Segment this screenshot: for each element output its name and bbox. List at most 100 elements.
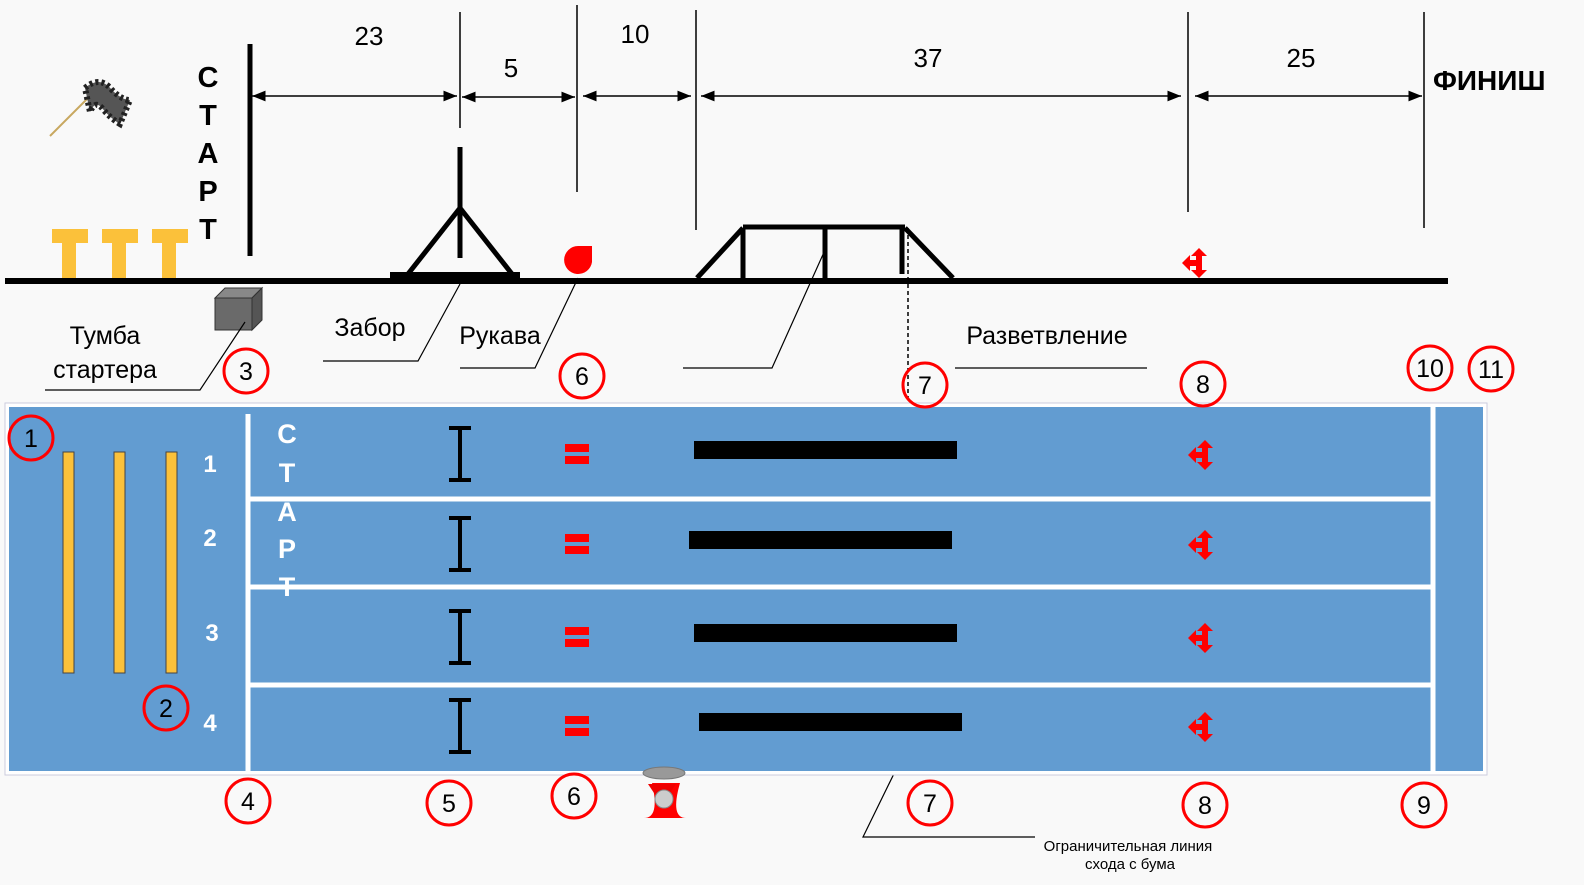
label-tumba: Тумба [70,322,141,350]
marker-1: 1 [7,414,55,462]
start-letter: Т [199,214,217,246]
starter-box-icon [213,286,264,332]
boom-top-icon [694,624,957,642]
marker-10: 10 [1406,344,1454,392]
marker-6: 6 [558,352,606,400]
marker-circle [7,414,55,462]
marker-circle [142,684,190,732]
marker-11: 11 [1467,345,1515,393]
start-letters-field: С Т А Р Т [277,419,297,602]
lane-number: 3 [205,620,218,647]
marker-circle [906,779,954,827]
fence-top-icon [449,698,471,754]
sleeves-icon [564,246,592,274]
marker-7: 7 [901,361,949,409]
marker-circle [1467,345,1515,393]
label-fence: Забор [334,314,405,342]
dimension-label: 10 [621,19,650,49]
fence-top-icon [449,609,471,665]
marker-number: 1 [24,425,38,453]
marker-8: 8 [1181,781,1229,829]
marker-circle [222,347,270,395]
boom-side [695,224,955,280]
label-boom-limit-2: схода с бума [1085,856,1176,873]
sleeves-top-icon [565,444,589,464]
flag-icon [49,79,135,137]
marker-number: 4 [241,788,255,816]
fence-top-icon [449,426,471,482]
start-letter: А [198,138,219,170]
marker-number: 5 [442,790,456,818]
sleeves-top-icon [565,627,589,647]
field [4,402,1488,776]
marker-circle [224,777,272,825]
start-letters: С Т А Р Т [198,62,219,246]
label-tumba-2: стартера [53,356,157,384]
marker-2: 2 [142,684,190,732]
marker-number: 8 [1198,792,1212,820]
lane-number: 2 [203,525,216,552]
lane-number: 4 [203,710,217,737]
boom-top-icon [694,441,957,459]
label-boom-limit: Ограничительная линия [1044,838,1213,855]
dimension-label: 25 [1287,43,1316,73]
marker-number: 11 [1478,356,1504,384]
marker-number: 9 [1417,792,1431,820]
leader-lines [45,249,1147,838]
marker-circle [1400,781,1448,829]
marker-4: 4 [224,777,272,825]
marker-number: 10 [1416,355,1444,383]
start-letter: Р [198,176,217,208]
lane-2-obstacles [449,516,1213,572]
marker-circle [558,352,606,400]
marker-circle [1406,344,1454,392]
lane-number: 1 [203,451,216,478]
marker-5: 5 [425,779,473,827]
marker-circle [1181,781,1229,829]
marker-9: 9 [1400,781,1448,829]
marker-circle [425,779,473,827]
dimension-label: 37 [914,43,943,73]
dimension-label: 23 [355,21,384,51]
marker-3: 3 [222,347,270,395]
start-letter: С [198,62,219,94]
lane-3-obstacles [449,609,1213,665]
start-letter: Т [279,572,296,602]
label-sleeves: Рукава [459,322,541,350]
marker-number: 7 [923,790,937,818]
marker-number: 3 [239,358,253,386]
lane-1-obstacles [449,426,1213,482]
dimension-lines [252,5,1425,230]
start-letter: А [277,497,297,527]
branching-icon [1182,248,1207,278]
finish-label: ФИНИШ [1433,65,1546,96]
marker-7: 7 [906,779,954,827]
start-letter: Т [199,100,217,132]
marker-number: 7 [918,372,932,400]
boom-top-icon [699,713,962,731]
sleeves-top-icon [565,716,589,736]
marker-number: 6 [575,363,589,391]
marker-number: 6 [567,783,581,811]
marker-circle [1179,360,1227,408]
lane-4-obstacles [449,698,1213,754]
start-letter: Т [279,458,296,488]
fence-side [390,147,520,284]
start-letter: С [277,419,297,449]
marker-circle [901,361,949,409]
fence-top-icon [449,516,471,572]
dimension-label: 5 [504,53,518,83]
scale-icon [642,766,686,818]
marker-6: 6 [550,772,598,820]
start-letter: Р [278,534,296,564]
label-branching: Разветвление [966,322,1127,350]
lane-obstacles [449,426,1213,754]
marker-circle [550,772,598,820]
marker-8: 8 [1179,360,1227,408]
stands-top [62,451,178,674]
stands-side [52,229,188,278]
marker-number: 2 [159,695,173,723]
sleeves-top-icon [565,534,589,554]
